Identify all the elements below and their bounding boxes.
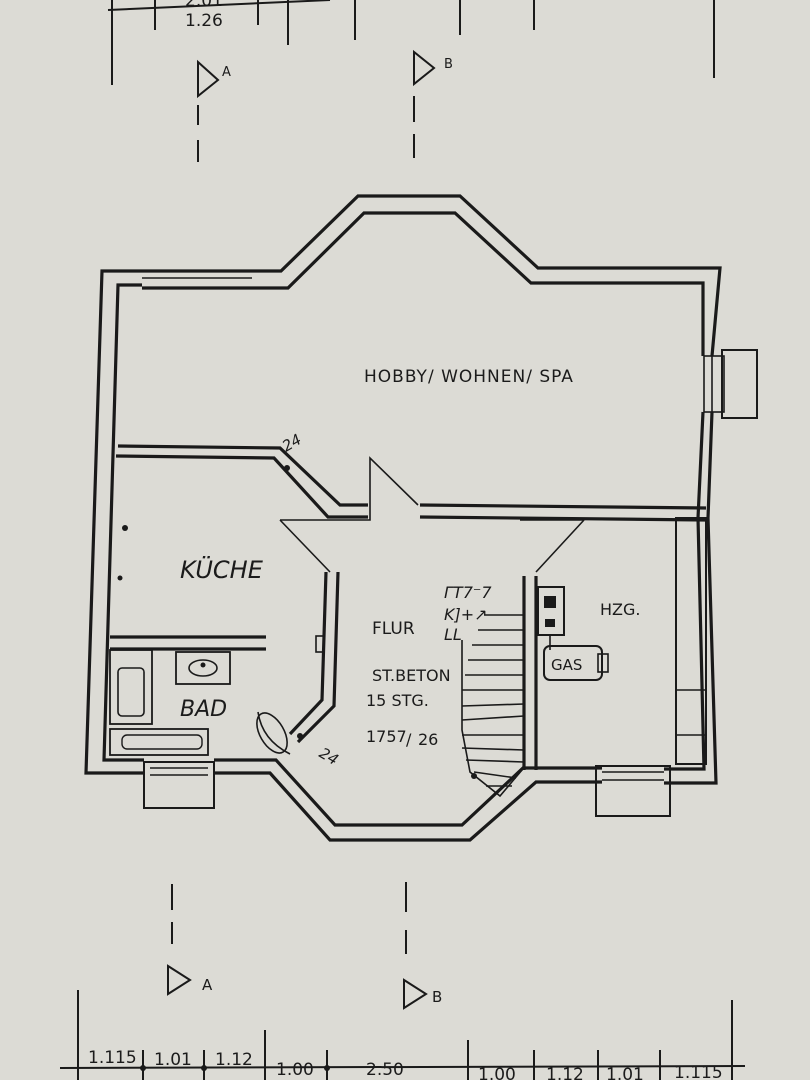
section-marker-a-bottom: A — [167, 884, 213, 996]
interior-walls — [110, 444, 707, 770]
room-label-bath: BAD — [180, 697, 227, 722]
bottom-window-left — [143, 761, 215, 809]
bottom-window-right — [595, 765, 671, 817]
stair-material: ST.BETON — [372, 666, 451, 685]
staircase: ГТ7⁻7 K]+↗ LL — [444, 583, 525, 798]
section-label-b-top: B — [444, 57, 453, 72]
section-label-b-bottom: B — [432, 988, 442, 1006]
stair-ratio-sub: 26 — [418, 730, 438, 749]
top-dimension-chain: 2.01 1.26 — [107, 0, 715, 85]
bottom-dim-3: 1.12 — [215, 1050, 253, 1070]
gas-meter — [543, 645, 603, 681]
section-label-a-bottom: A — [202, 976, 213, 994]
room-label-heating: HZG. — [600, 600, 640, 619]
stair-marks-1: ГТ7⁻7 — [444, 583, 492, 602]
hall-switch — [315, 635, 325, 653]
kitchen-outlet-2 — [117, 575, 123, 581]
stair-marks-3: LL — [444, 625, 462, 644]
room-label-hall: FLUR — [372, 619, 415, 639]
section-label-a-top: A — [222, 65, 231, 80]
bottom-dim-5: 2.50 — [366, 1060, 404, 1080]
bottom-dim-7: 1.12 — [546, 1065, 584, 1080]
bottom-dim-6: 1.00 — [478, 1065, 516, 1080]
gas-label: GAS — [551, 656, 582, 674]
bottom-dimension-chain: 1.115 1.01 1.12 1.00 2.50 1.00 1.12 1.01… — [59, 990, 746, 1080]
bottom-dim-1: 1.115 — [88, 1048, 137, 1068]
top-dim-1: 2.01 — [185, 0, 223, 11]
bottom-dim-9: 1.115 — [674, 1063, 723, 1080]
top-dim-2: 1.26 — [185, 11, 223, 31]
bottom-dim-4: 1.00 — [276, 1060, 314, 1080]
stair-marks-2: K]+↗ — [444, 605, 488, 624]
heating-unit — [537, 586, 609, 681]
bottom-dim-2: 1.01 — [154, 1050, 192, 1070]
outer-walls — [84, 194, 722, 842]
section-marker-a-top: A — [197, 59, 231, 162]
hall-arrow-outline — [279, 456, 585, 573]
right-window-bay — [703, 349, 758, 419]
bathroom-fixtures — [109, 649, 288, 756]
section-marker-b-bottom: B — [403, 882, 442, 1010]
stair-ratio-main: 1757 — [366, 727, 407, 746]
room-label-hobby: HOBBY/ WOHNEN/ SPA — [364, 367, 574, 387]
room-label-kitchen: KÜCHE — [180, 555, 264, 584]
stair-ratio-slash: / — [406, 730, 412, 749]
bottom-dim-8: 1.01 — [606, 1065, 644, 1080]
section-marker-b-top: B — [413, 49, 453, 158]
stair-count: 15 STG. — [366, 691, 429, 710]
kitchen-outlet-1 — [122, 525, 128, 531]
